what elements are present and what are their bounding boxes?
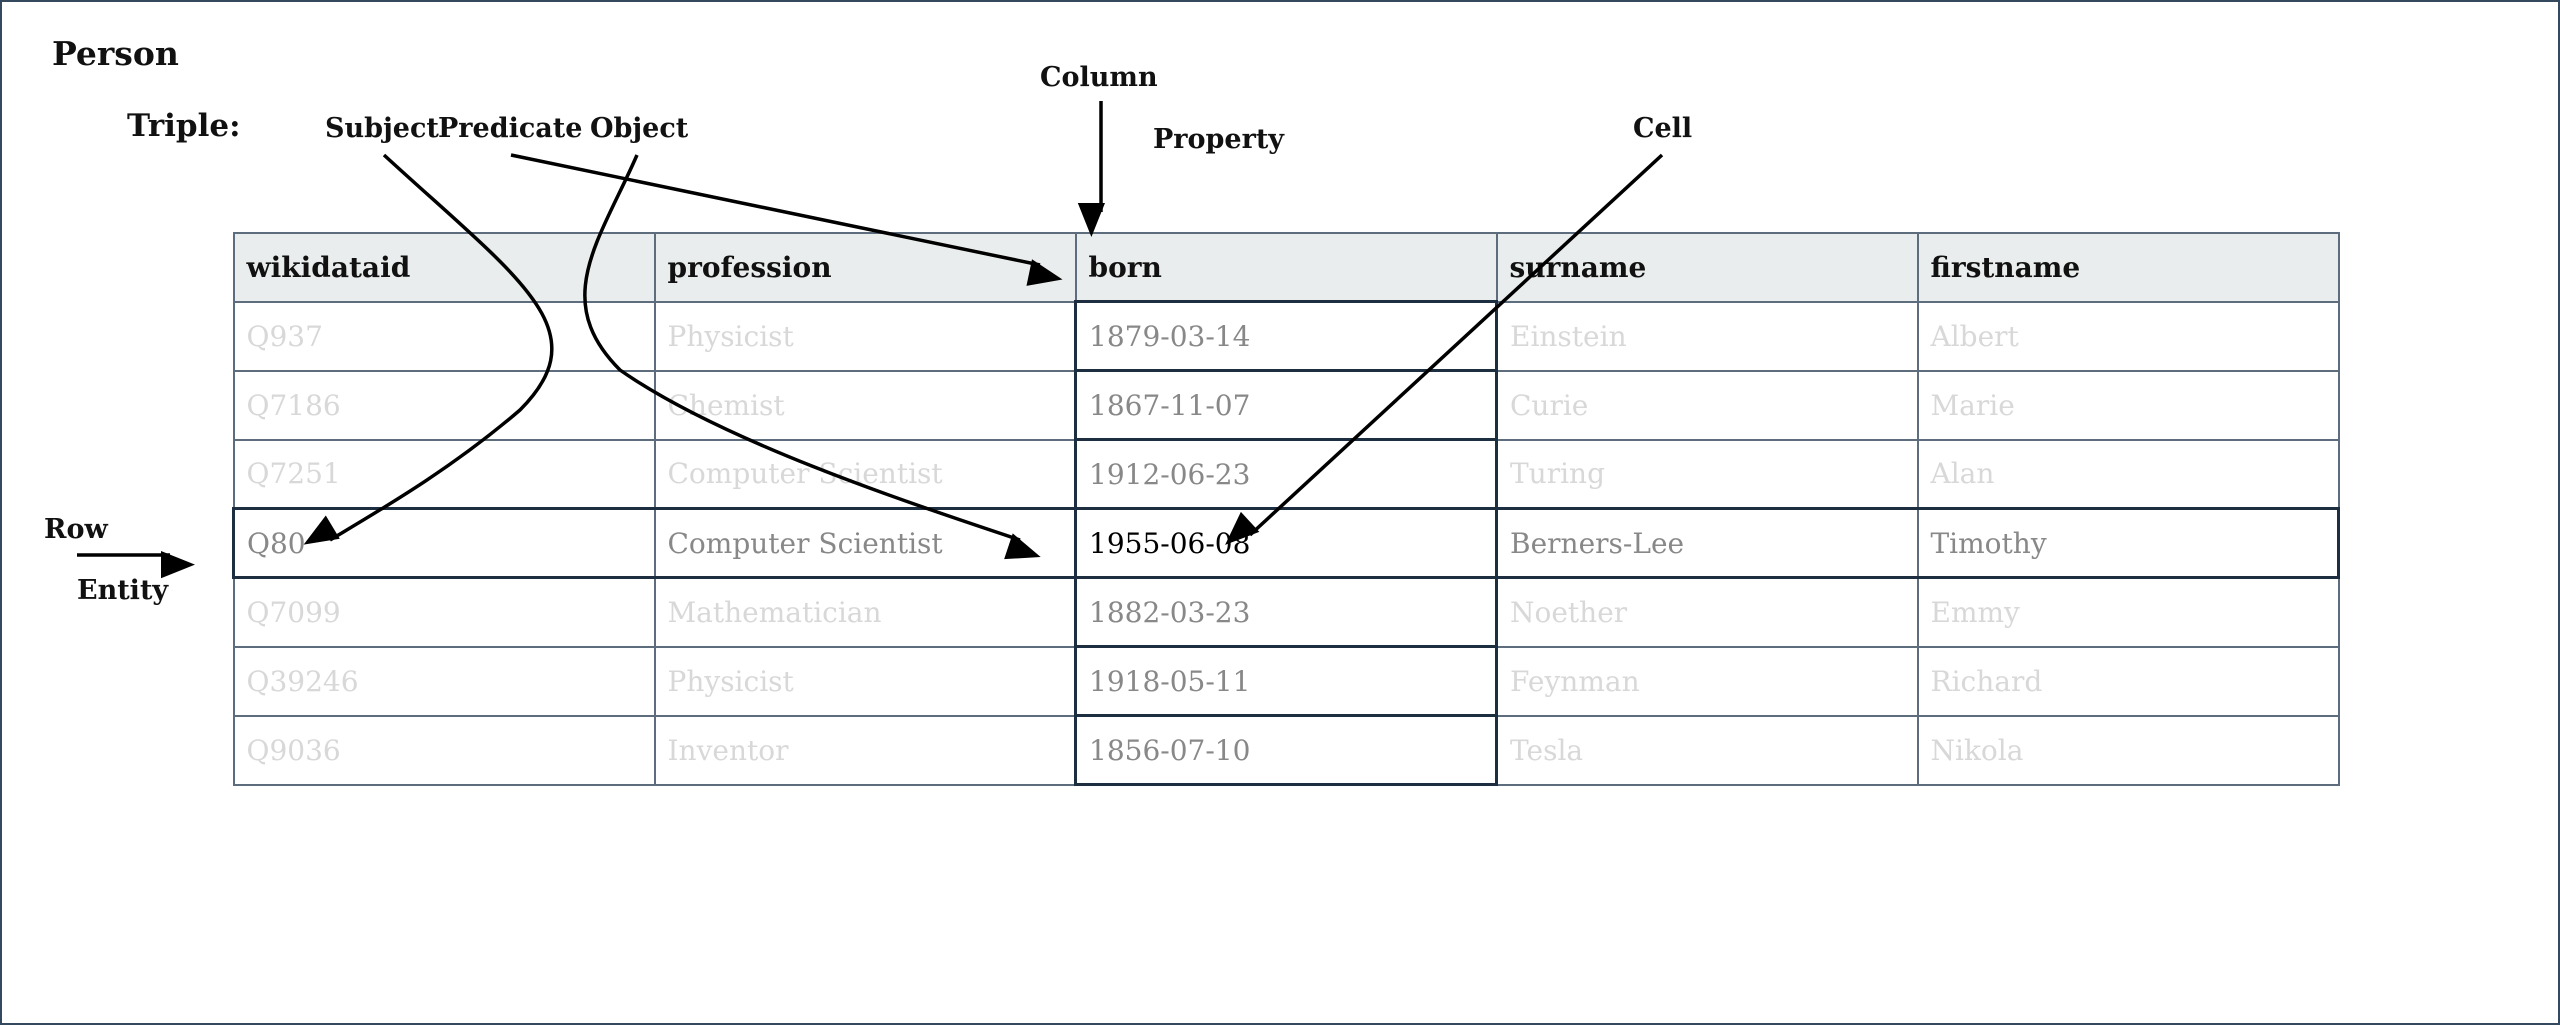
header-born: born — [1074, 232, 1498, 303]
cell-wikidataid: Q7099 — [232, 576, 656, 648]
row-label: Row — [44, 514, 108, 545]
object-arrow — [583, 154, 1041, 560]
subject-arrow — [303, 153, 554, 545]
subject-label: Subject — [325, 113, 439, 144]
cell-born: 1912-06-23 — [1074, 438, 1498, 510]
cell-wikidataid: Q7251 — [232, 438, 656, 510]
diagram-title: Person — [52, 34, 179, 73]
cell-surname: Berners-Lee — [1495, 507, 1919, 579]
header-profession: profession — [653, 232, 1077, 303]
cell-firstname: Alan — [1916, 438, 2340, 510]
person-table: wikidataid profession born surname first… — [232, 232, 2340, 786]
cell-profession: Mathematician — [653, 576, 1077, 648]
cell-surname: Curie — [1495, 369, 1919, 441]
cell-born: 1918-05-11 — [1074, 645, 1498, 717]
header-wikidataid: wikidataid — [232, 232, 656, 303]
cell-firstname: Richard — [1916, 645, 2340, 717]
cell-wikidataid: Q39246 — [232, 645, 656, 717]
column-label: Column — [1040, 62, 1158, 93]
cell-surname: Tesla — [1495, 714, 1919, 786]
predicate-arrow — [510, 153, 1063, 286]
cell-arrow — [1225, 153, 1664, 545]
cell-surname: Noether — [1495, 576, 1919, 648]
cell-profession: Physicist — [653, 645, 1077, 717]
object-label: Object — [590, 113, 689, 144]
cell-born: 1879-03-14 — [1074, 300, 1498, 372]
cell-surname: Feynman — [1495, 645, 1919, 717]
entity-label: Entity — [77, 575, 169, 606]
header-firstname: firstname — [1916, 232, 2340, 303]
table-header-row: wikidataid profession born surname first… — [232, 232, 2340, 303]
cell-label: Cell — [1633, 113, 1693, 144]
cell-born: 1856-07-10 — [1074, 714, 1498, 786]
cell-surname: Turing — [1495, 438, 1919, 510]
cell-firstname: Marie — [1916, 369, 2340, 441]
cell-born: 1867-11-07 — [1074, 369, 1498, 441]
cell-wikidataid: Q80 — [232, 507, 656, 579]
cell-wikidataid: Q9036 — [232, 714, 656, 786]
cell-firstname: Emmy — [1916, 576, 2340, 648]
cell-firstname: Timothy — [1916, 507, 2340, 579]
predicate-label: Predicate — [438, 113, 583, 144]
triple-label: Triple: — [127, 108, 241, 144]
cell-profession: Physicist — [653, 300, 1077, 372]
cell-wikidataid: Q7186 — [232, 369, 656, 441]
cell-surname: Einstein — [1495, 300, 1919, 372]
cell-born: 1882-03-23 — [1074, 576, 1498, 648]
cell-profession: Inventor — [653, 714, 1077, 786]
cell-firstname: Albert — [1916, 300, 2340, 372]
cell-born: 1955-06-08 — [1074, 507, 1498, 579]
property-label: Property — [1153, 124, 1284, 155]
cell-firstname: Nikola — [1916, 714, 2340, 786]
